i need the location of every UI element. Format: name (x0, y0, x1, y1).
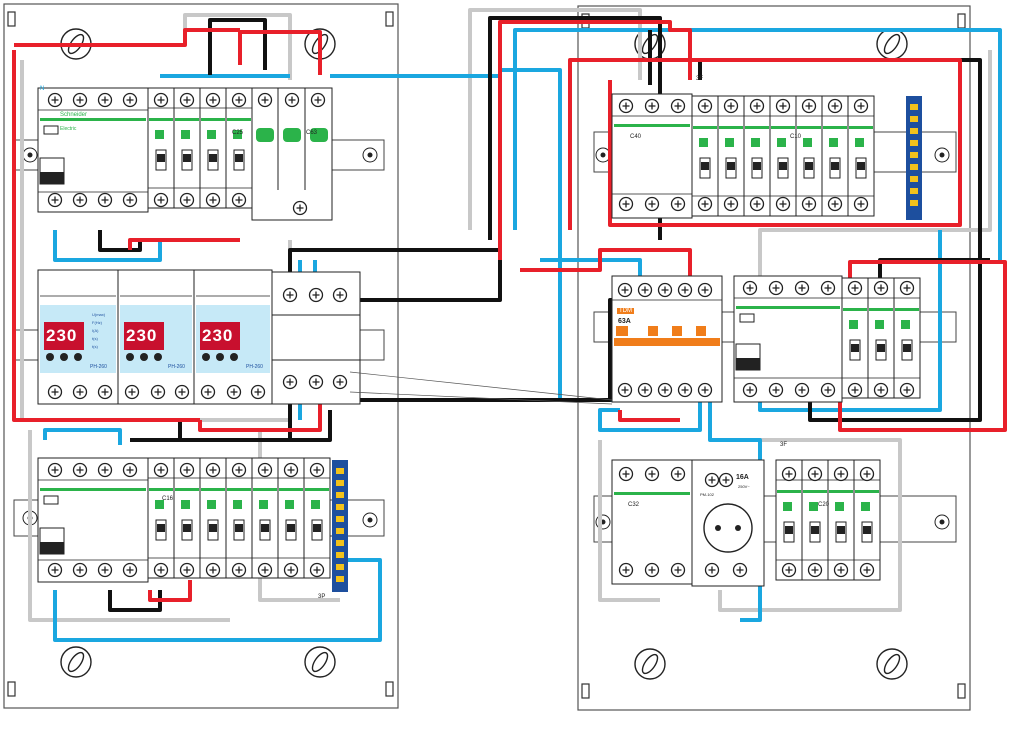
rcd-bottom-left (37, 457, 149, 583)
socket-icon (691, 459, 765, 587)
control-lines (349, 371, 613, 405)
wires-red (12, 20, 1007, 602)
breakers-bottom-right-a (611, 459, 693, 585)
busbar-left (332, 460, 348, 592)
terminal-block (271, 271, 361, 405)
breakers-top-right (611, 93, 875, 219)
rcd-top-left (37, 87, 149, 213)
surge-protector (251, 87, 333, 221)
breakers-top-left (147, 87, 253, 209)
breakers-bottom-right-b (775, 459, 881, 581)
rcd-right-middle (733, 275, 921, 403)
busbar-right (906, 96, 922, 220)
main-switch (611, 275, 723, 403)
breakers-bottom-left (147, 457, 331, 579)
voltage-relays (37, 269, 273, 405)
